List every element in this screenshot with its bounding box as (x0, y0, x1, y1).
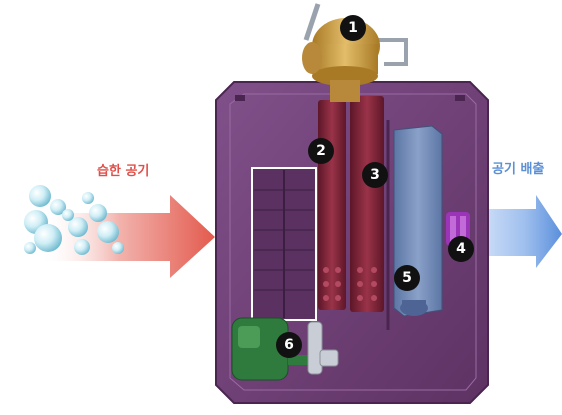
callout-3: 3 (362, 162, 388, 188)
callout-6: 6 (276, 332, 302, 358)
callout-4: 4 (448, 236, 474, 262)
humid-air-label: 습한 공기 (97, 160, 149, 179)
callout-2: 2 (308, 138, 334, 164)
callout-1: 1 (340, 15, 366, 41)
air-filter (252, 168, 316, 320)
callout-5: 5 (394, 265, 420, 291)
evaporator-coil (318, 100, 346, 310)
inlet-arrow-icon (40, 195, 215, 278)
air-exhaust-label: 공기 배출 (492, 158, 544, 177)
condenser-coil (350, 96, 384, 312)
